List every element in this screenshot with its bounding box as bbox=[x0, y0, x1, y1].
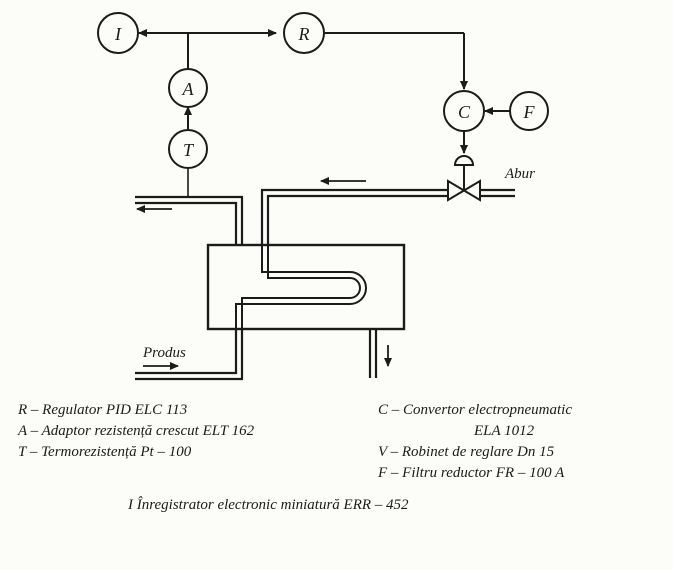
legend-item-c: C – Convertor electropneumatic bbox=[378, 402, 572, 418]
converter-node-c bbox=[443, 90, 485, 132]
legend-item-v: V – Robinet de reglare Dn 15 bbox=[378, 444, 555, 460]
filter-label: F bbox=[523, 102, 536, 122]
legend-item-c-model: ELA 1012 bbox=[474, 423, 535, 439]
adaptor-node-a bbox=[168, 68, 208, 108]
recorder-node-i bbox=[97, 12, 139, 54]
control-valve bbox=[447, 155, 481, 202]
regulator-node-r bbox=[283, 12, 325, 54]
product-label: Produs bbox=[142, 345, 186, 361]
filter-node-f bbox=[509, 91, 549, 131]
heat-exchanger-u-tube bbox=[235, 245, 367, 329]
product-inlet-pipe-outer bbox=[135, 329, 244, 381]
legend-item-t: T – Termorezistență Pt – 100 bbox=[18, 444, 192, 460]
legend-item-a: A – Adaptor rezistență crescut ELT 162 bbox=[18, 423, 255, 439]
product-inlet-pipe-inner bbox=[135, 329, 238, 375]
thermoresistor-label: T bbox=[183, 140, 195, 160]
legend-item-f: F – Filtru reductor FR – 100 A bbox=[378, 465, 565, 481]
adaptor-label: A bbox=[182, 79, 195, 99]
legend-right: C – Convertor electropneumatic ELA 1012 … bbox=[378, 400, 572, 484]
valve-actuator-icon bbox=[453, 155, 475, 166]
legend-item-r: R – Regulator PID ELC 113 bbox=[18, 402, 188, 418]
heat-exchanger-shell bbox=[206, 243, 406, 331]
converter-label: C bbox=[458, 102, 471, 122]
steam-label: Abur bbox=[504, 166, 535, 182]
product-outlet-pipe-inner bbox=[135, 201, 238, 245]
regulator-label: R bbox=[298, 24, 310, 44]
recorder-label: I bbox=[114, 24, 122, 44]
thermoresistor-node-t bbox=[168, 129, 208, 169]
steam-pipe-inner bbox=[266, 194, 448, 245]
product-outlet-pipe-outer bbox=[135, 195, 244, 245]
legend-left: R – Regulator PID ELC 113 A – Adaptor re… bbox=[18, 400, 254, 463]
steam-pipe-mid bbox=[260, 188, 448, 245]
legend-item-i: I Înregistrator electronic miniatură ERR… bbox=[128, 497, 409, 513]
